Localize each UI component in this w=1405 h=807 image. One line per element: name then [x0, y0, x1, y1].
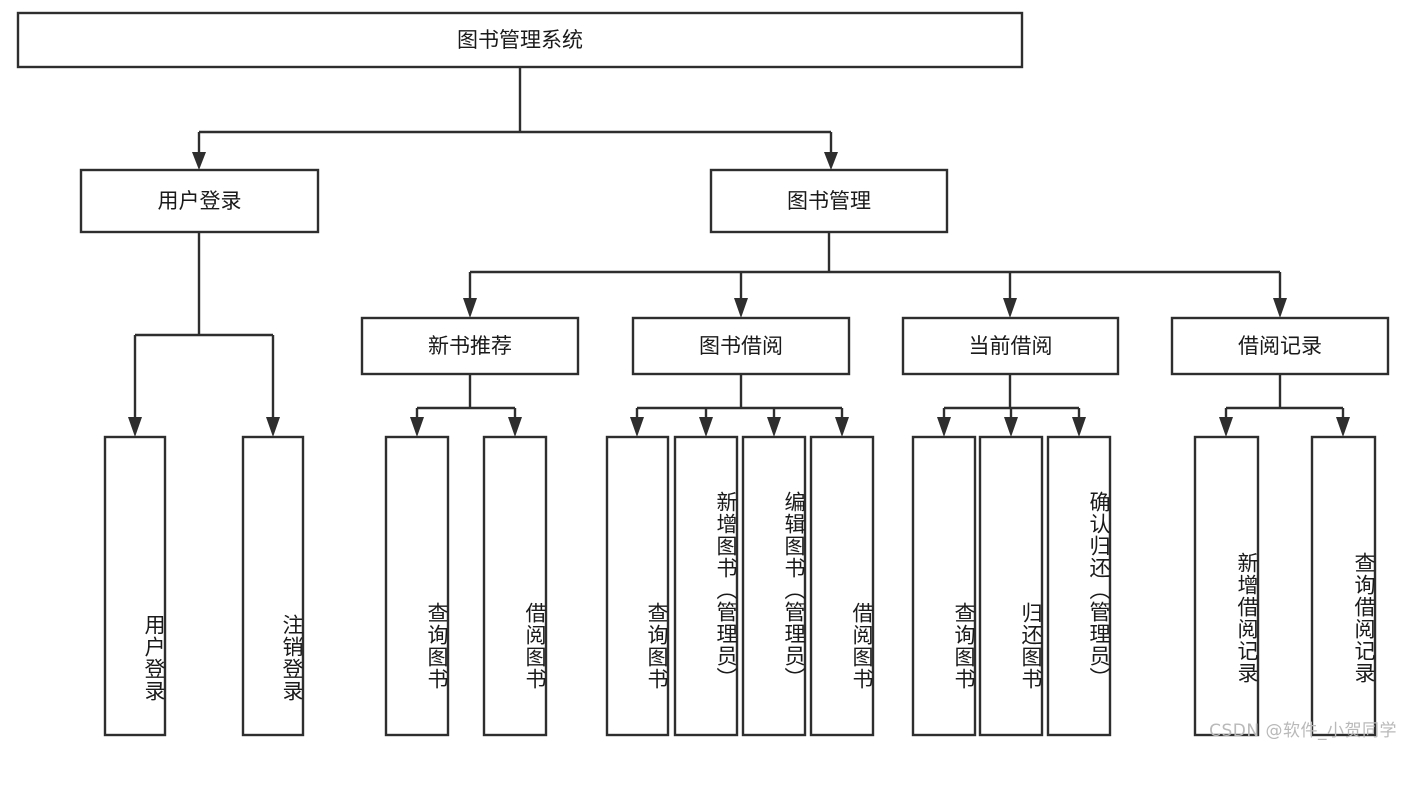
arrowhead-leaf-query-book-2 [630, 417, 644, 437]
nodes-layer: 图书管理系统 用户登录 图书管理 新书推荐 图书借阅 当前借阅 借阅记录 [16, 11, 1390, 737]
node-leaf-confirm-return[interactable] [1046, 435, 1112, 737]
csdn-watermark: CSDN @软件_小贺同学 [1209, 721, 1397, 741]
node-borrow-record[interactable] [1170, 316, 1390, 376]
diagram-canvas: 图书管理系统 用户登录 图书管理 新书推荐 图书借阅 当前借阅 借阅记录 [16, 11, 1397, 741]
node-new-book-recommend[interactable] [360, 316, 580, 376]
arrowhead-leaf-add-record [1219, 417, 1233, 437]
arrowhead-leaf-return-book [1004, 417, 1018, 437]
node-root-label: 图书管理系统 [457, 28, 583, 52]
node-root[interactable] [16, 11, 1024, 69]
node-leaf-logout[interactable] [241, 435, 305, 737]
node-borrow-record-label: 借阅记录 [1238, 334, 1322, 358]
node-book-management[interactable] [709, 168, 949, 234]
arrowhead-new-book-recommend [463, 298, 477, 318]
node-current-borrow-label: 当前借阅 [969, 334, 1053, 358]
node-leaf-query-record[interactable] [1310, 435, 1377, 737]
node-leaf-query-book-2[interactable] [605, 435, 670, 737]
arrowhead-leaf-user-login [128, 417, 142, 437]
node-leaf-add-record[interactable] [1193, 435, 1260, 737]
arrowhead-book-borrow [734, 298, 748, 318]
node-new-book-recommend-label: 新书推荐 [428, 334, 512, 358]
arrowhead-current-borrow [1003, 298, 1017, 318]
arrowhead-leaf-query-book-1 [410, 417, 424, 437]
node-leaf-borrow-book-1[interactable] [482, 435, 548, 737]
arrowhead-leaf-borrow-book-1 [508, 417, 522, 437]
hierarchy-tree-svg: 图书管理系统 用户登录 图书管理 新书推荐 图书借阅 当前借阅 借阅记录 [16, 11, 1390, 737]
node-leaf-add-book[interactable] [673, 435, 739, 737]
node-leaf-borrow-book-2[interactable] [809, 435, 875, 737]
node-user-login[interactable] [79, 168, 320, 234]
arrowhead-leaf-add-book [699, 417, 713, 437]
arrowhead-leaf-confirm-return [1072, 417, 1086, 437]
arrowhead-book-management [824, 152, 838, 170]
node-leaf-query-book-3[interactable] [911, 435, 977, 737]
arrowhead-leaf-borrow-book-2 [835, 417, 849, 437]
node-leaf-user-login[interactable] [103, 435, 167, 737]
arrowhead-user-login [192, 152, 206, 170]
node-leaf-query-book-1[interactable] [384, 435, 450, 737]
node-book-management-label: 图书管理 [787, 189, 871, 213]
arrowhead-leaf-query-record [1336, 417, 1350, 437]
node-leaf-return-book[interactable] [978, 435, 1044, 737]
node-book-borrow[interactable] [631, 316, 851, 376]
connectors-layer [128, 67, 1350, 437]
node-current-borrow[interactable] [901, 316, 1120, 376]
arrowhead-leaf-logout [266, 417, 280, 437]
node-book-borrow-label: 图书借阅 [699, 334, 783, 358]
node-user-login-label: 用户登录 [158, 189, 242, 213]
arrowhead-borrow-record [1273, 298, 1287, 318]
node-leaf-edit-book[interactable] [741, 435, 807, 737]
arrowhead-leaf-query-book-3 [937, 417, 951, 437]
arrowhead-leaf-edit-book [767, 417, 781, 437]
